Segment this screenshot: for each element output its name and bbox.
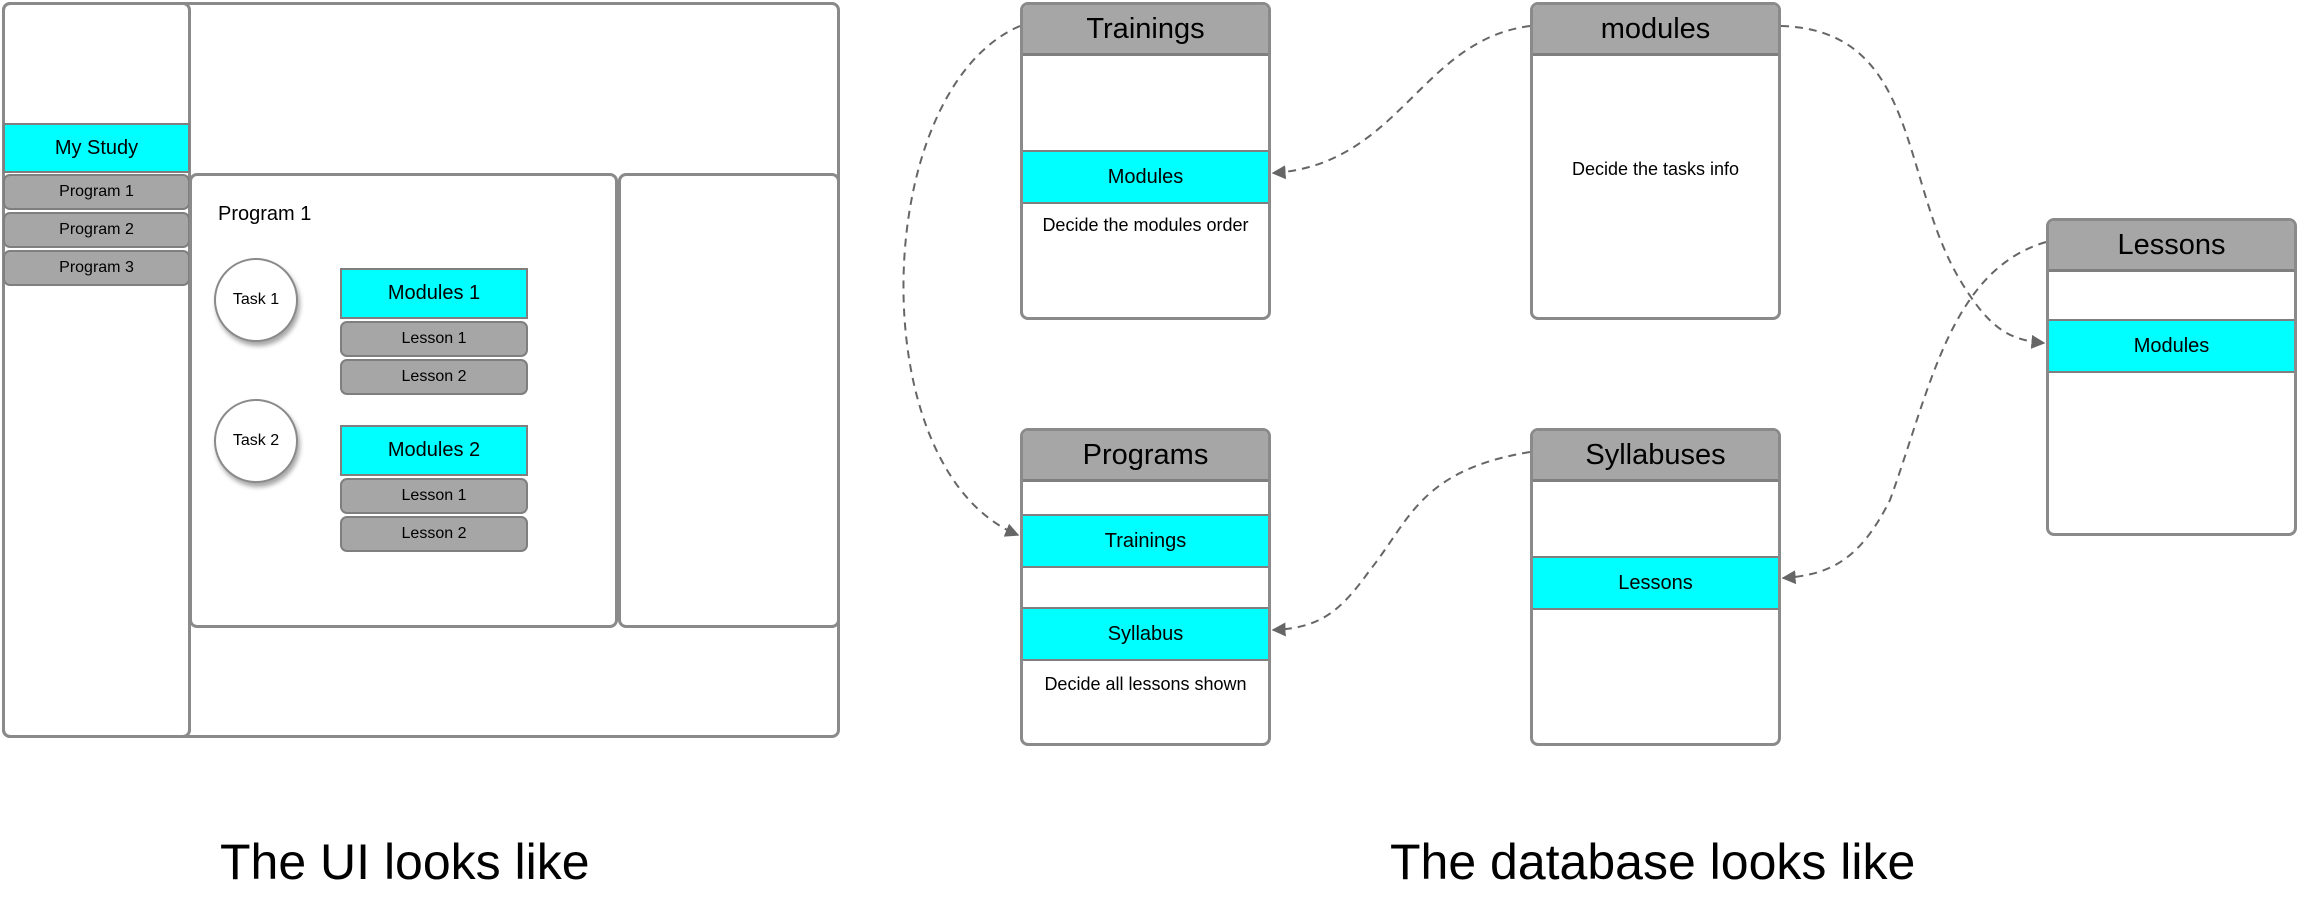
lesson-label: Lesson 2 [401,525,467,542]
sidebar-item-label: Program 3 [59,259,134,276]
lesson-label: Lesson 2 [401,368,467,385]
table-programs: Programs Trainings Syllabus Decide all l… [1020,428,1271,746]
field-trainings: Trainings [1023,514,1268,568]
arrow-modules-to-trainings [1271,25,1531,180]
task-label: Task 1 [232,291,280,308]
sidebar-item-label: Program 2 [59,221,134,238]
table-lessons: Lessons Modules [2046,218,2297,536]
sidebar-item-program-1[interactable]: Program 1 [3,174,190,210]
sidebar-item-label: Program 1 [59,183,134,200]
table-title: modules [1533,5,1778,56]
table-note: Decide the tasks info [1571,159,1740,179]
field-lessons: Lessons [1533,556,1778,610]
module-2-lesson-1[interactable]: Lesson 1 [340,478,528,514]
table-trainings: Trainings Modules Decide the modules ord… [1020,2,1271,320]
ui-caption: The UI looks like [220,834,590,890]
table-note: Decide all lessons shown [1044,674,1247,694]
sidebar-item-program-2[interactable]: Program 2 [3,212,190,248]
arrow-modules-to-lessons [1780,25,2046,349]
field-syllabus: Syllabus [1023,607,1268,661]
module-1-lesson-1[interactable]: Lesson 1 [340,321,528,357]
module-2-header[interactable]: Modules 2 [340,425,528,476]
table-note: Decide the modules order [1042,215,1249,235]
field-modules: Modules [1023,150,1268,204]
task-2-circle[interactable]: Task 2 [214,399,298,483]
table-syllabuses: Syllabuses Lessons [1530,428,1781,746]
program-title: Program 1 [218,203,312,225]
sidebar-item-program-3[interactable]: Program 3 [3,250,190,286]
table-modules: modules Decide the tasks info [1530,2,1781,320]
table-title: Trainings [1023,5,1268,56]
task-1-circle[interactable]: Task 1 [214,258,298,342]
program-panel [189,173,618,628]
database-caption: The database looks like [1390,834,1916,890]
sidebar-item-my-study[interactable]: My Study [3,123,190,173]
module-2-lesson-2[interactable]: Lesson 2 [340,516,528,552]
module-label: Modules 2 [387,439,481,461]
lesson-label: Lesson 1 [401,487,467,504]
sidebar-active-label: My Study [54,136,139,159]
arrow-syllabuses-to-programs [1271,451,1531,637]
table-title: Syllabuses [1533,431,1778,482]
field-modules: Modules [2049,319,2294,373]
module-1-lesson-2[interactable]: Lesson 2 [340,359,528,395]
right-panel [618,173,840,628]
task-label: Task 2 [232,432,280,449]
table-title: Lessons [2049,221,2294,272]
lesson-label: Lesson 1 [401,330,467,347]
arrow-lessons-to-syllabuses [1781,241,2047,585]
module-1-header[interactable]: Modules 1 [340,268,528,319]
table-title: Programs [1023,431,1268,482]
module-label: Modules 1 [387,282,481,304]
arrow-trainings-to-programs [902,25,1021,537]
